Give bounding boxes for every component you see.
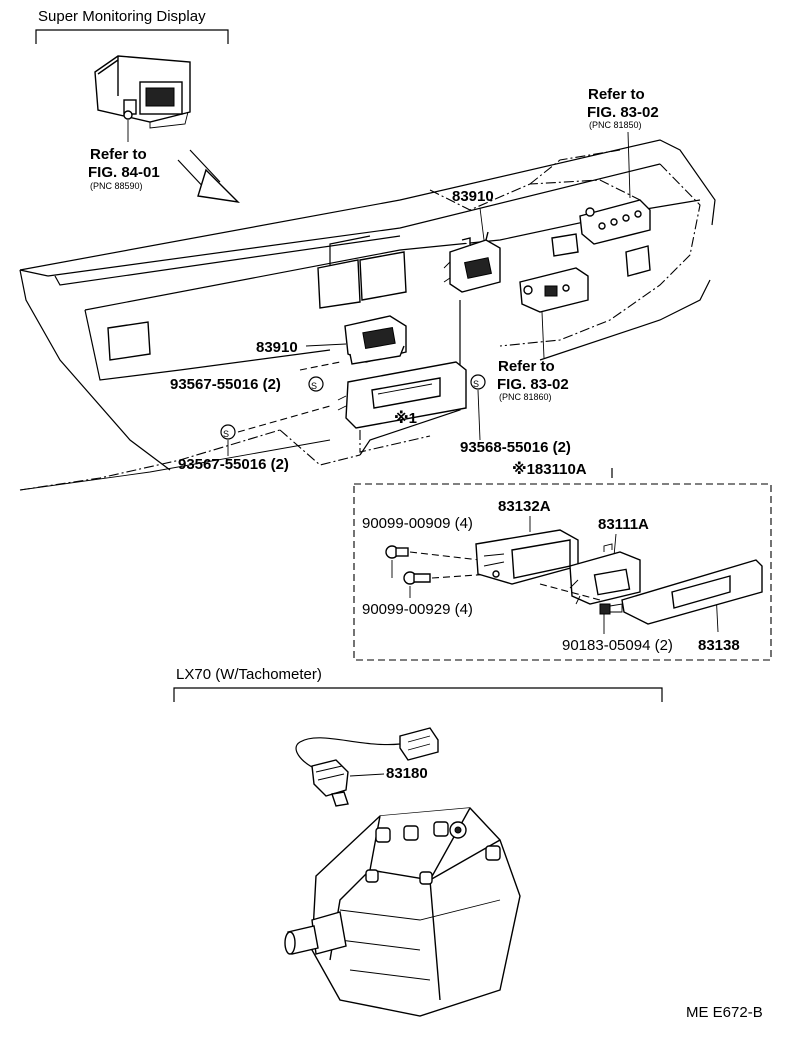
dashboard-outline: [19, 139, 716, 491]
leader-fig83a: [627, 131, 631, 199]
ref-fig83a-refer: Refer to: [588, 86, 645, 103]
ref-fig84-pnc: (PNC 88590): [90, 181, 143, 191]
super-monitoring-bracket: [35, 29, 229, 44]
kit-title: ※183110A: [512, 460, 587, 478]
screw-s-b: S: [223, 429, 229, 439]
screw-90099-00929: [403, 571, 431, 585]
screw-symbol-c: [470, 374, 486, 390]
lx70-title: LX70 (W/Tachometer): [176, 666, 322, 683]
main-display-unit: [337, 361, 467, 429]
leader-93568: [477, 389, 481, 441]
arrow-icon: [177, 149, 240, 204]
meter-83111A: [569, 543, 641, 605]
part-90099-00929: 90099-00929 (4): [362, 601, 473, 618]
part-93567-a: 93567-55016 (2): [170, 376, 281, 393]
switch-panel-top: [579, 199, 651, 245]
ref-fig83b-refer: Refer to: [498, 358, 555, 375]
ref-fig84-refer: Refer to: [90, 146, 147, 163]
screw-90099-00909: [385, 545, 409, 559]
switch-panel-middle: [519, 267, 589, 313]
part-83132A: 83132A: [498, 498, 551, 515]
part-90099-00909: 90099-00909 (4): [362, 515, 473, 532]
ref-fig83b-fig: FIG. 83-02: [497, 376, 569, 393]
ref-fig84-fig: FIG. 84-01: [88, 164, 160, 181]
part-93567-b: 93567-55016 (2): [178, 456, 289, 473]
leader-fig83b: [541, 311, 545, 359]
meter-module-83910-top: [443, 231, 501, 293]
leader-screws: [391, 560, 411, 598]
screw-s-c: S: [473, 379, 479, 389]
lens-83138: [609, 559, 763, 625]
super-monitoring-title: Super Monitoring Display: [38, 8, 206, 25]
screw-symbol-a: [308, 376, 324, 392]
super-monitoring-display-part: [94, 55, 191, 129]
leader-83910-mid: [305, 343, 347, 347]
leader-83111A: [613, 533, 617, 557]
screw-s-a: S: [311, 381, 317, 391]
part-93568: 93568-55016 (2): [460, 439, 571, 456]
ref-fig83a-pnc: (PNC 81850): [589, 120, 642, 130]
dash-93567-b: [237, 405, 331, 433]
dashboard-vents: [107, 233, 651, 361]
leader-83910-top: [479, 207, 485, 241]
part-83111A: 83111A: [598, 516, 649, 533]
ref-fig83b-pnc: (PNC 81860): [499, 392, 552, 402]
note-x1: ※1: [394, 409, 417, 427]
screw-symbol-b: [220, 424, 236, 440]
footer-code: ME E672-B: [686, 1004, 763, 1021]
case-83132A: [475, 529, 579, 585]
part-83910-mid: 83910: [256, 339, 298, 356]
injection-pump: [284, 807, 521, 1017]
display-recess: [359, 430, 431, 453]
kit-box: [353, 483, 772, 661]
leader-83180: [349, 773, 385, 777]
part-83180: 83180: [386, 765, 428, 782]
meter-module-83910-mid: [344, 315, 407, 365]
ref-fig83a-fig: FIG. 83-02: [587, 104, 659, 121]
part-90183-05094: 90183-05094 (2): [562, 637, 673, 654]
dash-83910-mid: [299, 361, 341, 371]
sensor-83180: [295, 727, 439, 807]
clip-90183: [599, 603, 611, 615]
part-83138: 83138: [698, 637, 740, 654]
lx70-bracket: [173, 687, 663, 702]
part-83910-top: 83910: [452, 188, 494, 205]
